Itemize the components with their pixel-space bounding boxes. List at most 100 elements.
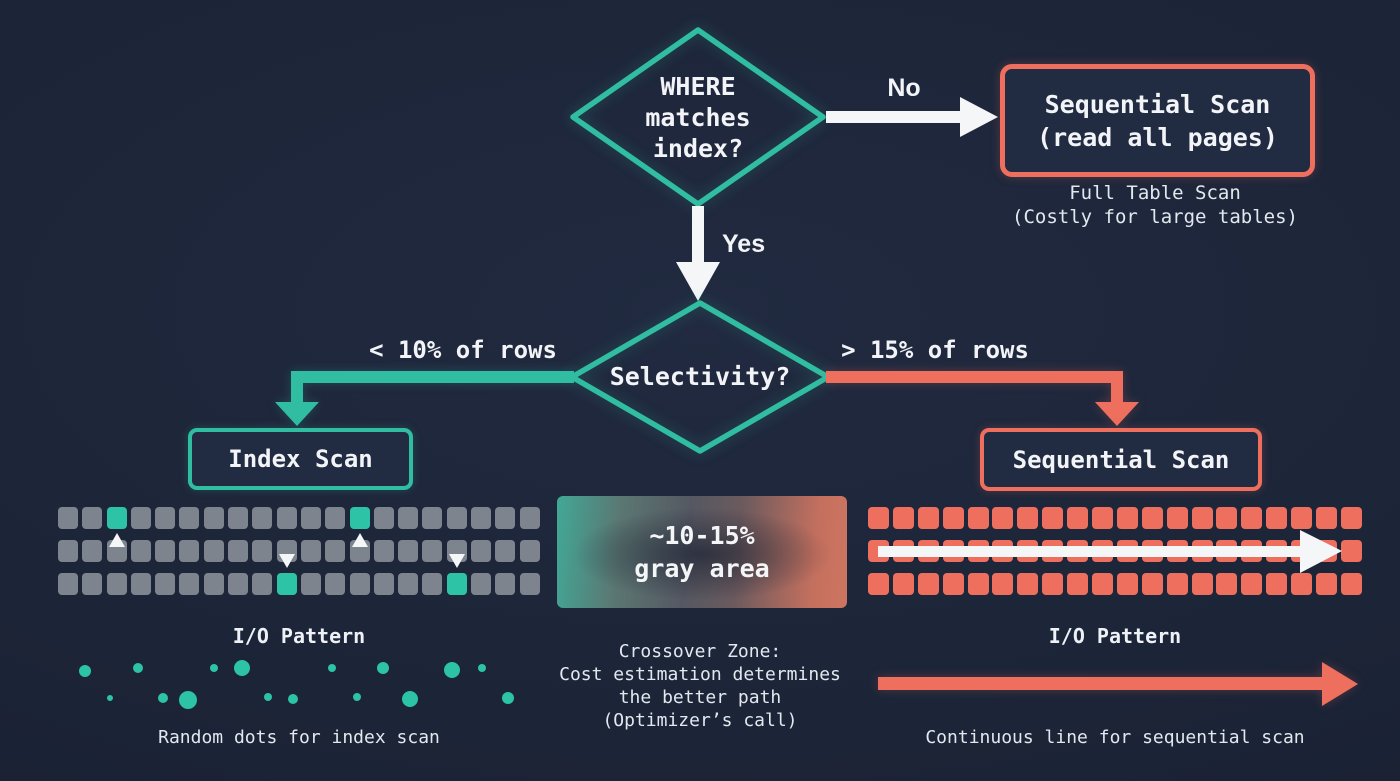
page-cell xyxy=(917,573,939,595)
page-cell xyxy=(1042,540,1064,562)
io-pattern-title-left: I/O Pattern xyxy=(232,624,366,648)
page-cell xyxy=(1340,507,1362,529)
page-cell xyxy=(106,573,127,595)
io-dot xyxy=(478,664,486,672)
page-cell xyxy=(58,540,78,562)
sequential-scan-full-caption: Full Table Scan (Costly for large tables… xyxy=(1012,182,1298,228)
index-grid xyxy=(58,507,540,595)
page-cell xyxy=(130,573,151,595)
page-cell xyxy=(276,573,297,595)
page-cell xyxy=(228,507,249,529)
page-cell xyxy=(1216,507,1238,529)
io-dot xyxy=(444,662,460,678)
page-cell xyxy=(1067,573,1089,595)
page-cell xyxy=(1216,540,1238,562)
page-cell xyxy=(58,507,78,529)
page-cell xyxy=(1191,540,1213,562)
page-cell xyxy=(1092,573,1114,595)
page-cell xyxy=(892,573,914,595)
page-cell xyxy=(1166,540,1188,562)
page-cell xyxy=(1116,573,1138,595)
index-scan-node: Index Scan xyxy=(188,428,413,490)
continuous-io-arrow-icon xyxy=(878,662,1358,706)
page-cell xyxy=(276,507,297,529)
page-cell xyxy=(942,573,964,595)
io-dot xyxy=(210,664,218,672)
page-cell xyxy=(203,507,224,529)
page-cell xyxy=(1340,540,1362,562)
page-cell xyxy=(325,540,346,562)
page-cell xyxy=(942,540,964,562)
page-cell xyxy=(1141,507,1163,529)
low-selectivity-label: < 10% of rows xyxy=(369,336,557,364)
page-cell xyxy=(519,540,540,562)
page-cell xyxy=(967,540,989,562)
page-cell xyxy=(892,507,914,529)
page-cell xyxy=(1266,573,1288,595)
page-cell xyxy=(1116,507,1138,529)
seq-grid xyxy=(868,507,1362,595)
page-cell xyxy=(349,507,370,529)
page-cell xyxy=(1017,573,1039,595)
page-cell xyxy=(917,507,939,529)
page-cell xyxy=(1241,573,1263,595)
page-cell xyxy=(519,573,540,595)
page-cell xyxy=(58,573,78,595)
page-cell xyxy=(398,507,419,529)
page-cell xyxy=(1042,573,1064,595)
page-cell xyxy=(155,540,176,562)
page-cell xyxy=(992,507,1014,529)
io-dot xyxy=(353,693,361,701)
page-cell xyxy=(300,540,321,562)
page-cell xyxy=(1116,540,1138,562)
page-cell xyxy=(471,540,492,562)
high-selectivity-label: > 15% of rows xyxy=(841,336,1029,364)
sequential-scan-node: Sequential Scan xyxy=(980,428,1262,491)
page-cell xyxy=(967,507,989,529)
low-selectivity-arrow-icon xyxy=(275,371,574,426)
page-cell xyxy=(942,507,964,529)
page-cell xyxy=(373,573,394,595)
yes-edge-label: Yes xyxy=(722,230,766,258)
up-marker-icon xyxy=(108,533,125,547)
page-cell xyxy=(155,507,176,529)
io-dots xyxy=(58,650,540,720)
page-cell xyxy=(1266,540,1288,562)
page-cell xyxy=(1017,540,1039,562)
page-cell xyxy=(130,507,151,529)
yes-arrow-icon xyxy=(676,206,720,301)
page-cell xyxy=(373,507,394,529)
page-cell xyxy=(495,507,516,529)
page-cell xyxy=(82,573,103,595)
io-dot xyxy=(158,693,168,703)
high-selectivity-arrow-icon xyxy=(826,371,1139,426)
page-cell xyxy=(398,540,419,562)
page-cell xyxy=(992,573,1014,595)
page-cell xyxy=(373,540,394,562)
page-cell xyxy=(1291,540,1313,562)
page-cell xyxy=(868,573,889,595)
page-cell xyxy=(1316,540,1338,562)
page-cell xyxy=(82,507,103,529)
page-cell xyxy=(892,540,914,562)
page-cell xyxy=(155,573,176,595)
page-cell xyxy=(1316,573,1338,595)
up-marker-icon xyxy=(351,533,368,547)
page-cell xyxy=(422,540,443,562)
page-cell xyxy=(106,507,127,529)
page-cell xyxy=(1291,507,1313,529)
io-dot xyxy=(288,694,298,704)
page-cell xyxy=(179,507,200,529)
page-cell xyxy=(422,507,443,529)
page-cell xyxy=(203,573,224,595)
decision-2-label: Selectivity? xyxy=(609,362,791,391)
page-cell xyxy=(325,507,346,529)
io-dot xyxy=(107,695,113,701)
page-cell xyxy=(130,540,151,562)
down-marker-icon xyxy=(448,554,465,568)
no-edge-label: No xyxy=(887,74,921,102)
io-dot xyxy=(79,665,91,677)
page-cell xyxy=(1166,507,1188,529)
io-pattern-title-right: I/O Pattern xyxy=(1048,624,1182,648)
